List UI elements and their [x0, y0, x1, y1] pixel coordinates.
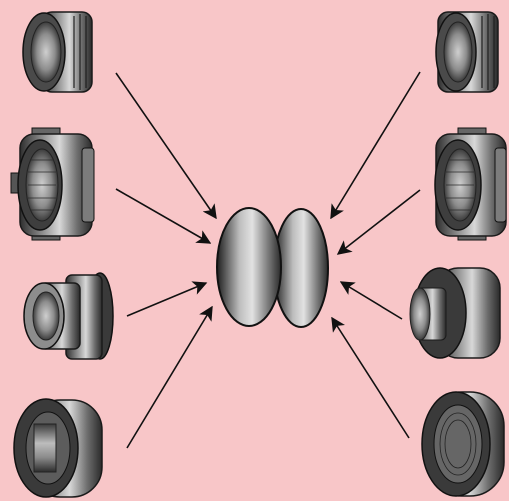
arrow-left-4 — [126, 305, 213, 449]
arrow-left-3 — [126, 281, 208, 317]
lugged-coupling-icon — [10, 127, 95, 241]
arrow-right-2 — [336, 189, 421, 255]
threaded-adapter-icon — [435, 11, 499, 93]
wide-ring-fitting-icon — [421, 391, 505, 497]
arrow-right-4 — [331, 316, 410, 439]
arrow-left-1 — [115, 72, 217, 220]
arrow-left-2 — [115, 188, 212, 244]
flanged-bushing-icon — [409, 267, 501, 359]
wide-ring-fitting-icon — [13, 398, 103, 498]
lugged-coupling-icon — [434, 127, 507, 241]
double-disc-icon — [216, 207, 329, 328]
arrows — [115, 71, 421, 449]
arrow-right-3 — [339, 281, 403, 320]
arrow-right-1 — [330, 71, 421, 220]
threaded-adapter-icon — [22, 11, 93, 93]
flanged-bushing-icon — [23, 272, 114, 360]
